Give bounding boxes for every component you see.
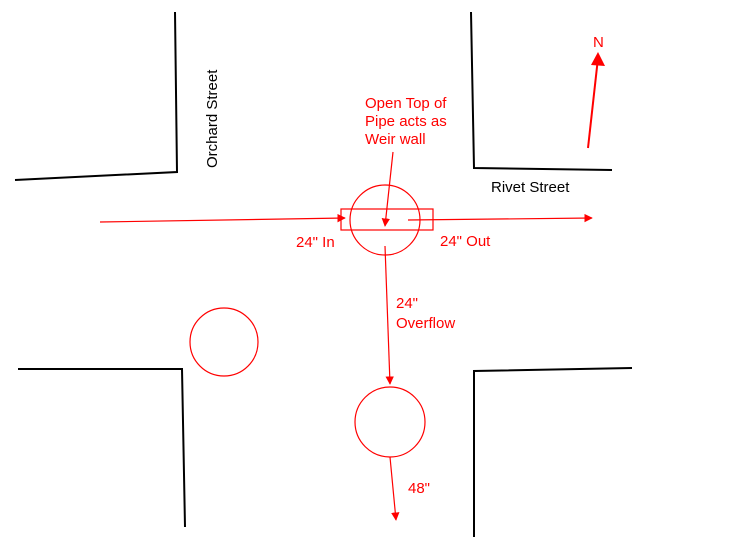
- inlet-label: 24" In: [296, 234, 335, 251]
- overflow-label-line-1: 24": [396, 295, 418, 312]
- rivet-street-label: Rivet Street: [491, 179, 570, 196]
- north-arrow-icon: [587, 57, 599, 149]
- downstream-arrow: [389, 456, 400, 521]
- callout-line-2: Pipe acts as: [365, 113, 447, 130]
- orchard-street-label: Orchard Street: [204, 69, 221, 168]
- callout-line-1: Open Top of: [365, 95, 447, 112]
- manhole-west: [189, 307, 259, 377]
- overflow-label-line-2: Overflow: [396, 315, 455, 332]
- outlet-label: 24" Out: [440, 233, 491, 250]
- curb-northeast: [470, 11, 613, 171]
- curb-southeast: [473, 367, 633, 537]
- inflow-arrow: [99, 213, 346, 223]
- curb-northwest: [14, 11, 179, 181]
- manhole-south: [354, 386, 426, 458]
- callout-line-3: Weir wall: [365, 131, 426, 148]
- north-label: N: [593, 34, 604, 51]
- overflow-arrow: [384, 245, 394, 385]
- downstream-label: 48": [408, 480, 430, 497]
- callout-leader-arrow: [381, 151, 394, 227]
- curb-southwest: [18, 368, 186, 528]
- outflow-arrow: [407, 213, 593, 223]
- north-arrowhead-icon: [591, 52, 605, 66]
